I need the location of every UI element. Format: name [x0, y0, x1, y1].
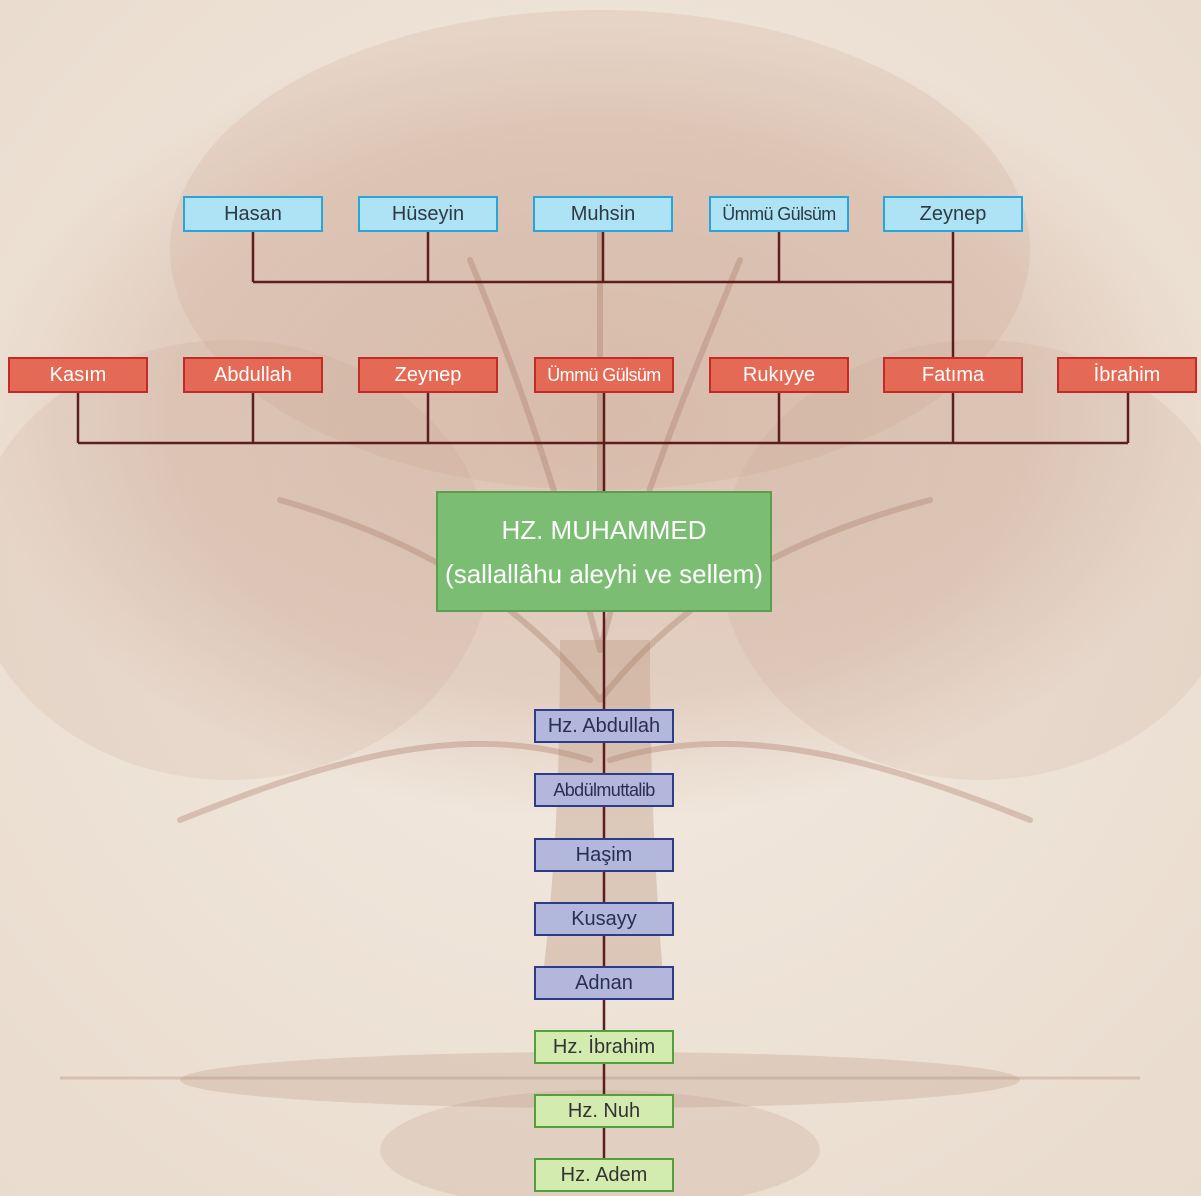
child-kasim: Kasım	[8, 357, 148, 393]
child-ibrahim: İbrahim	[1057, 357, 1197, 393]
ancestor-kusayy: Kusayy	[534, 902, 674, 936]
prophet-hz-ibrahim: Hz. İbrahim	[534, 1030, 674, 1064]
prophet-honorific: (sallallâhu aleyhi ve sellem)	[445, 558, 763, 589]
grandchild-hasan: Hasan	[183, 196, 323, 232]
prophet-hz-nuh: Hz. Nuh	[534, 1094, 674, 1128]
ancestor-hasim: Haşim	[534, 838, 674, 872]
child-fatima: Fatıma	[883, 357, 1023, 393]
child-rukiyye: Rukıyye	[709, 357, 849, 393]
grandchild-huseyin: Hüseyin	[358, 196, 498, 232]
ancestor-adnan: Adnan	[534, 966, 674, 1000]
grandchild-ummu-gulsum: Ümmü Gülsüm	[709, 196, 849, 232]
child-abdullah: Abdullah	[183, 357, 323, 393]
child-ummu-gulsum: Ümmü Gülsüm	[534, 357, 674, 393]
ancestor-hz-abdullah: Hz. Abdullah	[534, 709, 674, 743]
grandchild-muhsin: Muhsin	[533, 196, 673, 232]
prophet-hz-adem: Hz. Adem	[534, 1158, 674, 1192]
ancestor-abdulmuttalib: Abdülmuttalib	[534, 773, 674, 807]
prophet-name: HZ. MUHAMMED	[501, 514, 707, 545]
child-zeynep: Zeynep	[358, 357, 498, 393]
prophet-muhammad-node: HZ. MUHAMMED (sallallâhu aleyhi ve selle…	[436, 491, 772, 612]
grandchild-zeynep: Zeynep	[883, 196, 1023, 232]
